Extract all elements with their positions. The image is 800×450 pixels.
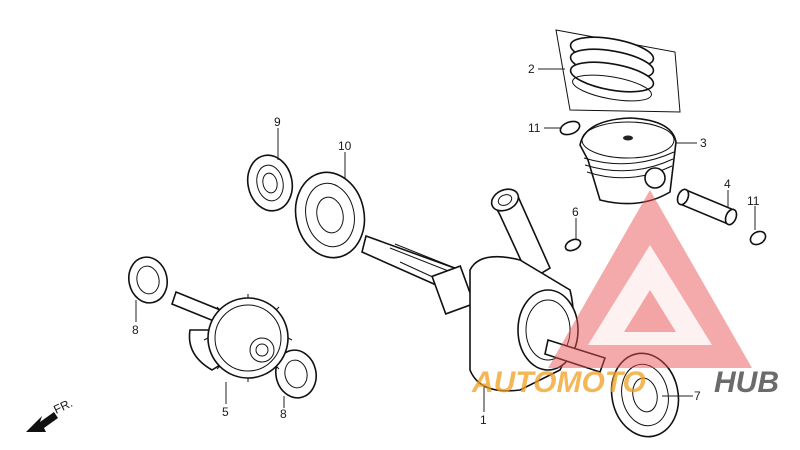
leader-lines: [135, 68, 756, 412]
callout-1: 1: [480, 413, 487, 427]
balancer-shaft: [171, 290, 293, 382]
callout-7: 7: [694, 389, 701, 403]
front-arrow-icon: [26, 412, 58, 432]
dowel-pin: [564, 238, 582, 252]
watermark-text-right: HUB: [714, 366, 779, 399]
bearing-8-left: [128, 256, 168, 304]
watermark: AUTOMOTO HUB: [471, 190, 779, 399]
front-marker-label: FR.: [51, 396, 74, 417]
callout-2: 2: [528, 62, 535, 76]
watermark-text-left: AUTOMOTO: [471, 366, 646, 399]
bearing-8-bottom: [275, 349, 317, 399]
piston-pin: [676, 188, 738, 226]
callout-8-bottom: 8: [280, 407, 287, 421]
piston-pin-clip-upper: [559, 120, 581, 136]
callout-10: 10: [338, 139, 352, 153]
callout-6: 6: [572, 205, 579, 219]
callout-11-upper: 11: [528, 121, 541, 135]
callout-8-left: 8: [132, 323, 139, 337]
piston: [579, 117, 677, 205]
bearing-9: [246, 154, 294, 212]
crankshaft-assembly: [361, 188, 607, 392]
bearing-7: [610, 352, 680, 438]
callout-9: 9: [274, 115, 281, 129]
piston-pin-clip-right: [749, 230, 767, 246]
piston-ring-set: [555, 29, 681, 113]
bearing-10: [294, 171, 366, 259]
callout-3: 3: [700, 136, 707, 150]
callout-5: 5: [222, 405, 229, 419]
front-direction-marker: FR.: [26, 396, 75, 432]
callout-4: 4: [724, 177, 731, 191]
callout-11-right: 11: [747, 194, 760, 208]
